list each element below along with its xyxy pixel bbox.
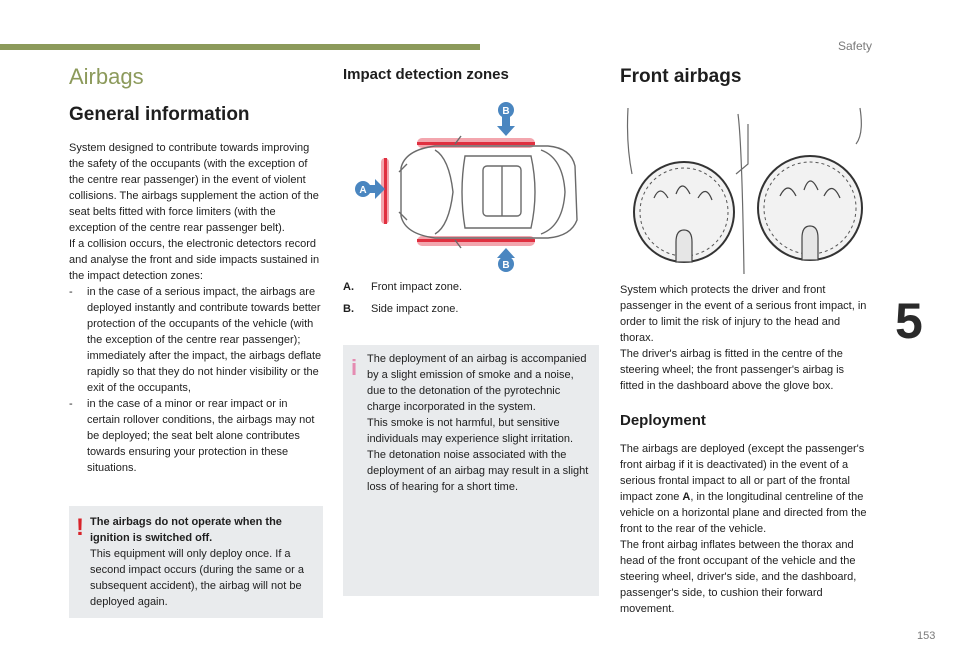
warning-text: The airbags do not operate when the igni… bbox=[90, 514, 318, 610]
deployment-paragraph: The front airbag inflates between the th… bbox=[620, 539, 857, 615]
impact-zones-heading: Impact detection zones bbox=[343, 66, 509, 83]
warning-bold-text: The airbags do not operate when the igni… bbox=[90, 516, 282, 544]
marker-b-bottom: B bbox=[497, 248, 515, 272]
deployment-text: The airbags are deployed (except the pas… bbox=[620, 443, 865, 503]
list-item: in the case of a minor or rear impact or… bbox=[69, 396, 323, 476]
passenger-airbag bbox=[757, 155, 863, 261]
collision-paragraph: If a collision occurs, the electronic de… bbox=[69, 238, 320, 282]
warning-icon: ! bbox=[76, 514, 84, 541]
page-title: Airbags bbox=[69, 64, 144, 89]
legend-key: B. bbox=[343, 303, 354, 315]
info-text: The deployment of an airbag is accompani… bbox=[367, 351, 595, 495]
marker-a: A bbox=[355, 179, 385, 199]
marker-a-label: A bbox=[359, 185, 366, 196]
front-airbags-paragraph: System which protects the driver and fro… bbox=[620, 284, 867, 344]
column-impact-zones: Impact detection zones bbox=[343, 66, 599, 83]
windscreen-line-left bbox=[626, 107, 633, 175]
dashboard-line bbox=[735, 124, 749, 175]
info-paragraph: This smoke is not harmful, but sensitive… bbox=[367, 417, 574, 445]
chapter-number: 5 bbox=[895, 293, 923, 349]
header-accent-bar bbox=[0, 44, 480, 50]
impact-list: in the case of a serious impact, the air… bbox=[69, 284, 323, 476]
diagram-legend: A. Front impact zone. B. Side impact zone. bbox=[343, 281, 599, 325]
side-impact-line-top bbox=[417, 142, 535, 145]
deployment-text: , in the longitudinal centreline of the … bbox=[620, 491, 867, 535]
section-name: Safety bbox=[838, 39, 873, 53]
general-information-heading: General information bbox=[69, 104, 250, 125]
legend-text: Front impact zone. bbox=[371, 281, 463, 293]
legend-row: B. Side impact zone. bbox=[343, 303, 599, 325]
front-airbags-paragraph: The driver's airbag is fitted in the cen… bbox=[620, 348, 845, 392]
intro-paragraph: System designed to contribute towards im… bbox=[69, 142, 319, 234]
legend-key: A. bbox=[343, 281, 354, 293]
legend-row: A. Front impact zone. bbox=[343, 281, 599, 303]
info-paragraph: The detonation noise associated with the… bbox=[367, 449, 589, 493]
car-top-view bbox=[398, 135, 578, 249]
front-airbags-illustration bbox=[626, 107, 863, 275]
deployment-heading: Deployment bbox=[620, 412, 706, 429]
info-paragraph: The deployment of an airbag is accompani… bbox=[367, 353, 587, 413]
deployment-paragraph: The airbags are deployed (except the pas… bbox=[620, 441, 868, 537]
column-general-information: Airbags General information System desig… bbox=[69, 64, 323, 476]
front-airbags-text: System which protects the driver and fro… bbox=[620, 282, 868, 617]
column-front-airbags: Front airbags bbox=[620, 66, 868, 88]
warning-body-text: This equipment will only deploy once. If… bbox=[90, 548, 304, 608]
legend-text: Side impact zone. bbox=[371, 303, 459, 315]
info-icon: i bbox=[351, 355, 358, 380]
list-item: in the case of a serious impact, the air… bbox=[69, 284, 323, 396]
windscreen-line-right bbox=[855, 107, 862, 145]
marker-b-top: B bbox=[497, 102, 515, 136]
front-impact-line bbox=[384, 158, 387, 224]
centre-console-line bbox=[737, 113, 745, 275]
marker-b-top-label: B bbox=[502, 106, 509, 117]
zone-letter: A bbox=[682, 491, 691, 503]
info-box: i The deployment of an airbag is accompa… bbox=[343, 345, 599, 596]
warning-box: ! The airbags do not operate when the ig… bbox=[69, 506, 323, 618]
side-impact-line-bottom bbox=[417, 239, 535, 242]
page-number: 153 bbox=[917, 630, 936, 642]
marker-b-bottom-label: B bbox=[502, 260, 509, 271]
driver-airbag bbox=[633, 161, 735, 263]
front-airbags-heading: Front airbags bbox=[620, 66, 742, 87]
impact-zones-diagram: A B B bbox=[355, 102, 578, 272]
